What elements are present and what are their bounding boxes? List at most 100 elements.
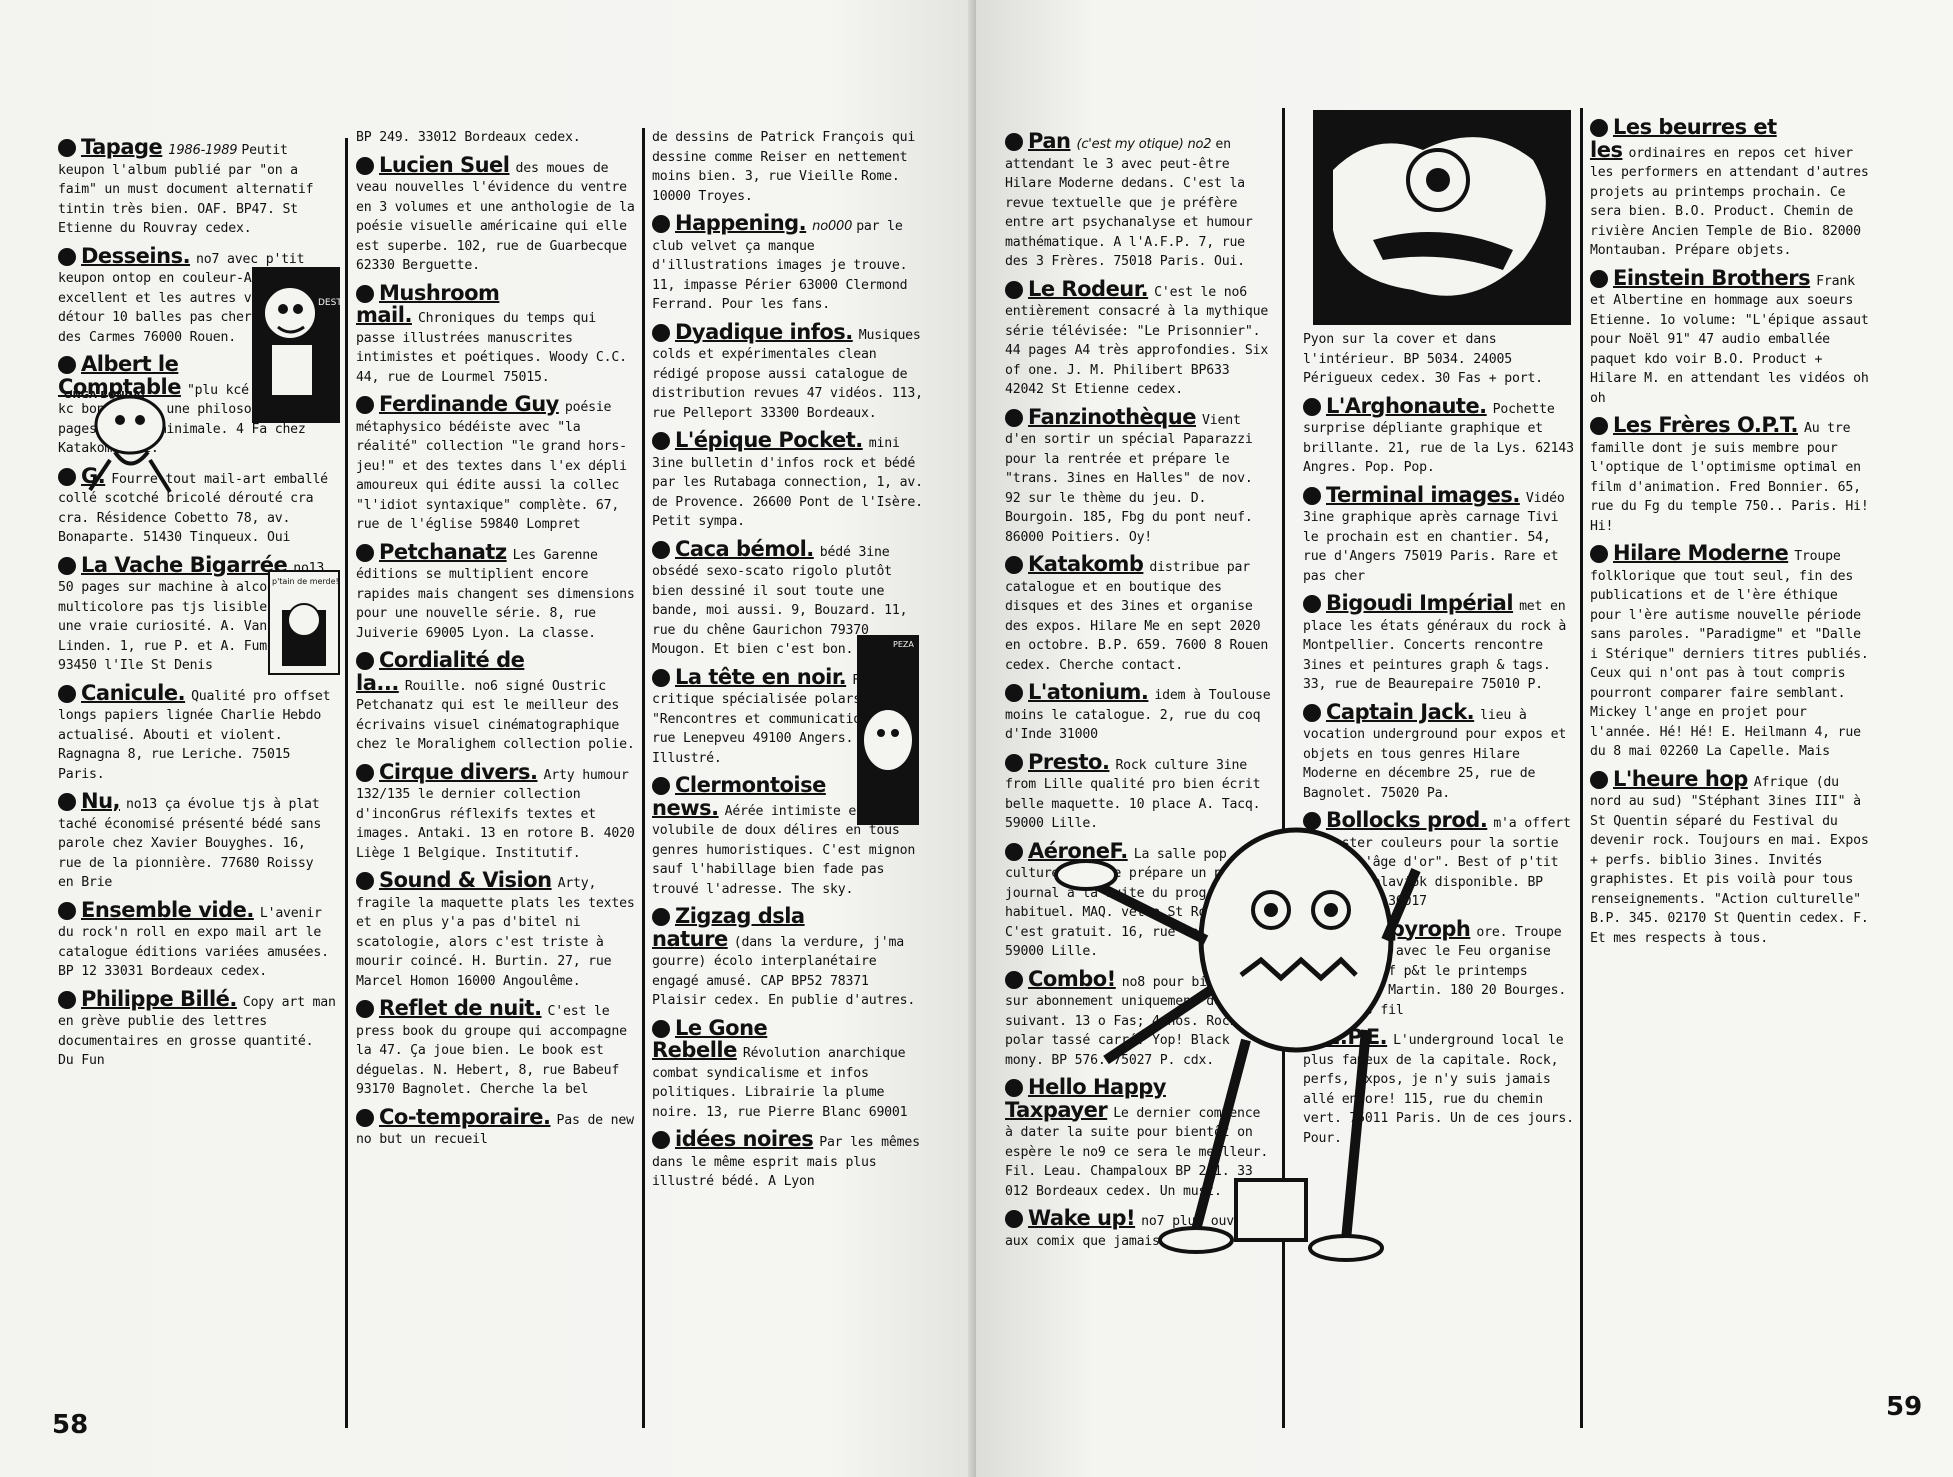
- bullet-icon: [356, 652, 374, 670]
- bullet-icon: [1590, 545, 1608, 563]
- listing-title: Co-temporaire.: [379, 1104, 551, 1129]
- listing-l-atonium: L'atonium.idem à Toulouse moins le catal…: [1005, 682, 1275, 745]
- listing-title: Cirque divers.: [379, 759, 538, 784]
- bullet-icon: [356, 1108, 374, 1127]
- listing-terminal-images: Terminal images.Vidéo 3ine graphique apr…: [1303, 484, 1575, 587]
- listing-title: Philippe Billé.: [81, 986, 237, 1011]
- listing-title: Wake up!: [1028, 1206, 1136, 1230]
- bullet-icon: [356, 156, 374, 175]
- listing-title: Combo!: [1028, 966, 1116, 991]
- listing-desseins: Desseins.no7 avec p'tit keupon ontop en …: [58, 243, 336, 348]
- listing-ensemble-vide: Ensemble vide.L'avenir du rock'n roll en…: [58, 897, 336, 982]
- listing-title: Presto.: [1028, 749, 1110, 774]
- listing-text: distribue par catalogue et en boutique d…: [1005, 560, 1269, 673]
- bullet-icon: [356, 763, 374, 782]
- column-divider: [1282, 108, 1285, 1428]
- listing-text: Musiques colds et expérimentales clean r…: [652, 327, 923, 421]
- listing-caca-b-mol: Caca bémol.bédé 3ine obsédé sexo-scato r…: [652, 536, 927, 660]
- peza-signature: PEZA: [893, 640, 914, 649]
- listing-title: Reflet de nuit.: [379, 996, 542, 1020]
- listing-title: Katakomb: [1028, 552, 1144, 576]
- listing-title: L'épique Pocket.: [675, 428, 863, 452]
- bullet-icon: [1005, 753, 1023, 772]
- listing-title: Fanzinothèque: [1028, 404, 1197, 429]
- bullet-icon: [1005, 133, 1023, 151]
- bullet-icon: [1590, 417, 1608, 435]
- bullet-icon: [1005, 1210, 1023, 1228]
- listing-entry: BP 249. 33012 Bordeaux cedex.: [356, 128, 636, 148]
- listing-text: idem à Toulouse moins le catalogue. 2, r…: [1005, 688, 1271, 742]
- bullet-icon: [58, 990, 76, 1009]
- bullet-icon: [1005, 842, 1023, 861]
- speech-bubble-destroy: DESTROY DESTROY: [318, 298, 342, 308]
- listing-title: La tête en noir.: [675, 664, 847, 689]
- listing-text: no7 avec p'tit keupon ontop en couleur-A…: [58, 251, 329, 345]
- listing-le-rodeur: Le Rodeur.C'est le no6 entièrement consa…: [1005, 278, 1275, 400]
- listing-text: (dans la verdure, j'ma gourre) écolo int…: [652, 934, 916, 1009]
- listing-dyadique-infos: Dyadique infos.Musiques colds et expérim…: [652, 321, 927, 424]
- listing-title: L'Arghonaute.: [1326, 393, 1487, 418]
- listing-title: idées noires: [675, 1127, 814, 1151]
- listing-text: L'avenir du rock'n roll en expo mail art…: [58, 905, 329, 980]
- listing-text: Afrique (du nord au sud) "Stéphant 3ines…: [1590, 774, 1869, 946]
- listing-clermontoise-news: Clermontoise news.Aérée intimiste et vol…: [652, 775, 927, 899]
- listing-title: Bollocks prod.: [1326, 808, 1488, 832]
- listing-title: Nu,: [81, 789, 121, 813]
- listing-title: Bigoudi Impérial: [1326, 591, 1514, 615]
- listing-text: des moues de veau nouvelles l'évidence d…: [356, 160, 635, 274]
- listing-text: Peutit keupon l'album publié par "on a f…: [58, 143, 314, 236]
- listing-title: AéroneF.: [1028, 838, 1128, 863]
- listing-text: ordinaires en repos cet hiver les perfor…: [1590, 145, 1869, 259]
- listing-text: Pas de new no but un recueil: [356, 1112, 634, 1148]
- onga-bonga-character-illustration: ONGA BONGA!: [64, 390, 172, 494]
- listing-text: de dessins de Patrick François qui dessi…: [652, 130, 916, 204]
- listing-text: Pochette surprise dépliante graphique et…: [1303, 401, 1574, 476]
- listing-philippe-bill: Philippe Billé.Copy art man en grève pub…: [58, 986, 336, 1071]
- listing-title: La Vache Bigarrée: [81, 552, 288, 577]
- listing-title: Caca bémol.: [675, 536, 814, 561]
- bullet-icon: [356, 396, 374, 414]
- bullet-icon: [58, 556, 76, 575]
- listing-subtitle: (c'est my otique) no2: [1076, 137, 1212, 152]
- listing-text: Par les mêmes dans le même esprit mais p…: [652, 1135, 920, 1189]
- listing-reflet-de-nuit: Reflet de nuit.C'est le press book du gr…: [356, 996, 636, 1100]
- listing-title: Desseins.: [81, 243, 191, 268]
- destroy-character-illustration: DESTROY DESTROY: [252, 267, 342, 423]
- listing-entry: de dessins de Patrick François qui dessi…: [652, 128, 927, 206]
- bullet-icon: [58, 139, 76, 157]
- bullet-icon: [1303, 486, 1321, 505]
- page-number-right: 59: [1886, 1392, 1923, 1422]
- listing-subtitle: 1986-1989: [168, 143, 238, 158]
- bullet-icon: [1303, 595, 1321, 613]
- listing-text: Chroniques du temps qui passe illustrées…: [356, 311, 627, 385]
- listing-title: Ensemble vide.: [81, 897, 254, 922]
- listing-text: Au tre famille dont je suis membre pour …: [1590, 421, 1869, 534]
- listing-title: Tapage: [81, 138, 163, 159]
- listing-title: Albert le Comptable: [58, 352, 181, 399]
- bullet-icon: [58, 247, 76, 266]
- listing-nu: Nu,no13 ça évolue tjs à plat taché écono…: [58, 789, 336, 893]
- column-divider: [1580, 108, 1583, 1428]
- listing-text: mini 3ine bulletin d'infos rock et bédé …: [652, 436, 923, 529]
- listing-l-pique-pocket: L'épique Pocket.mini 3ine bulletin d'inf…: [652, 428, 927, 532]
- listing-title: Ferdinande Guy: [379, 392, 559, 416]
- listing-text: Vidéo 3ine graphique après carnage Tivi …: [1303, 490, 1565, 584]
- listing-title: Canicule.: [81, 680, 186, 705]
- bullet-icon: [652, 908, 670, 926]
- left-column-3: de dessins de Patrick François qui dessi…: [652, 128, 927, 1428]
- listing-zigzag-dsla-nature: Zigzag dsla nature(dans la verdure, j'ma…: [652, 906, 927, 1011]
- bullet-icon: [1303, 397, 1321, 416]
- bullet-icon: [58, 793, 76, 811]
- listing-text: Qualité pro offset longs papiers lignée …: [58, 688, 331, 782]
- listing-text: C'est le no6 entièrement consacré à la m…: [1005, 284, 1269, 398]
- listing-text: poésie métaphysico bédéiste avec "la réa…: [356, 400, 627, 532]
